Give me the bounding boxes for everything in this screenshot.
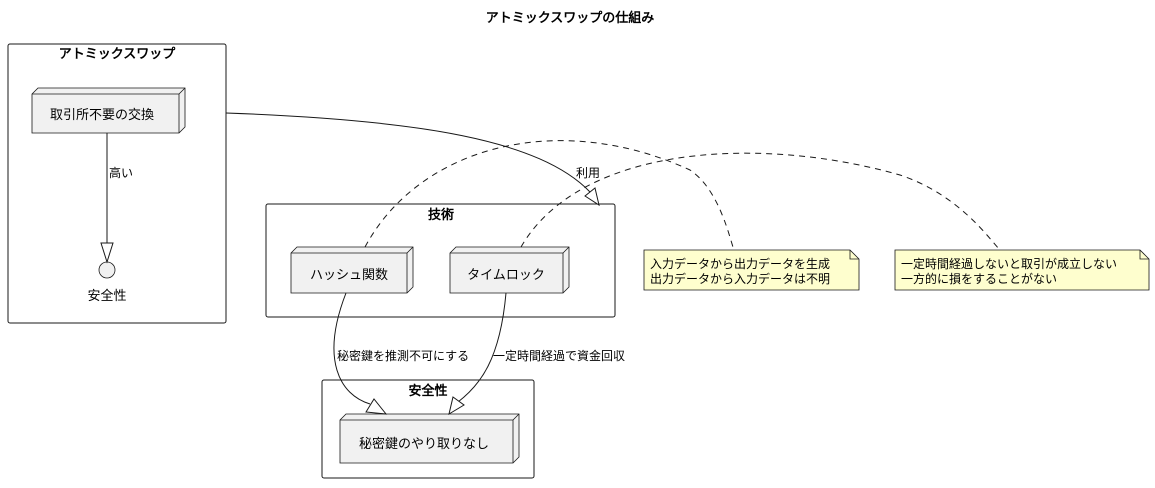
edge-uses: 利用 [225, 112, 600, 207]
note-hash-line-2: 出力データから入力データは不明 [650, 271, 830, 286]
interface-security[interactable]: 安全性 [87, 261, 127, 304]
note-hash-fold [849, 250, 859, 260]
edge-hash-to-key: 秘密鍵を推測不可にする [333, 292, 469, 415]
edge-uses-label: 利用 [576, 166, 600, 180]
note-timelock-connector [520, 152, 1001, 251]
node-exchange-box [31, 87, 186, 134]
note-hash-box [643, 249, 860, 291]
edge-timelock-to-key-line [457, 292, 507, 403]
node-timelock-box [449, 246, 570, 294]
node-no-key-exchange-corner [512, 413, 520, 421]
node-exchange[interactable]: 取引所不要の交換 [31, 87, 186, 134]
note-timelock-line-1: 一定時間経過しないと取引が成立しない [901, 256, 1117, 271]
edge-high: 高い [100, 133, 133, 264]
edge-hash-to-key-label: 秘密鍵を推測不可にする [337, 348, 469, 363]
node-no-key-exchange-label: 秘密鍵のやり取りなし [359, 436, 489, 452]
package-security-title: 安全性 [408, 383, 447, 399]
node-timelock-corner [562, 246, 570, 254]
edge-uses-line [225, 112, 591, 193]
edge-high-arrowhead [100, 242, 114, 264]
node-hash-corner [406, 246, 414, 254]
package-technology-frame [265, 203, 616, 318]
note-hash: 入力データから出力データを生成 出力データから入力データは不明 [643, 249, 860, 291]
package-technology-title: 技術 [428, 207, 454, 223]
package-security-frame [321, 379, 535, 479]
edge-timelock-to-key: 一定時間経過で資金回収 [448, 292, 625, 416]
node-no-key-exchange[interactable]: 秘密鍵のやり取りなし [339, 413, 520, 464]
interface-security-label: 安全性 [87, 288, 126, 304]
node-hash-label: ハッシュ関数 [310, 268, 388, 283]
note-timelock-line-2: 一方的に損をすることがない [901, 271, 1057, 286]
edge-hash-to-key-line [333, 292, 371, 405]
note-timelock-box [894, 249, 1150, 291]
node-timelock[interactable]: タイムロック [449, 246, 570, 294]
package-technology: 技術 [265, 203, 616, 318]
note-timelock: 一定時間経過しないと取引が成立しない 一方的に損をすることがない [894, 249, 1150, 291]
edge-timelock-to-key-arrowhead [448, 396, 465, 416]
edge-uses-arrowhead [584, 187, 600, 207]
edge-high-label: 高い [109, 165, 133, 180]
node-exchange-label: 取引所不要の交換 [50, 107, 154, 123]
interface-security-circle [98, 261, 116, 279]
note-timelock-fold [1139, 250, 1149, 260]
edge-hash-to-key-arrowhead [365, 398, 388, 415]
package-atomic-swap-frame [7, 43, 227, 324]
note-hash-line-1: 入力データから出力データを生成 [650, 256, 830, 271]
node-hash[interactable]: ハッシュ関数 [290, 246, 414, 294]
node-timelock-label: タイムロック [467, 268, 545, 283]
diagram-title: アトミックスワップの仕組み [486, 10, 655, 26]
package-security: 安全性 [321, 379, 535, 479]
package-atomic-swap-title: アトミックスワップ [59, 47, 177, 62]
node-no-key-exchange-box [339, 413, 520, 464]
edge-timelock-to-key-label: 一定時間経過で資金回収 [493, 348, 625, 363]
node-exchange-corner [178, 87, 186, 95]
node-hash-box [290, 246, 414, 294]
note-hash-connector [364, 140, 735, 251]
package-atomic-swap: アトミックスワップ [7, 43, 227, 324]
